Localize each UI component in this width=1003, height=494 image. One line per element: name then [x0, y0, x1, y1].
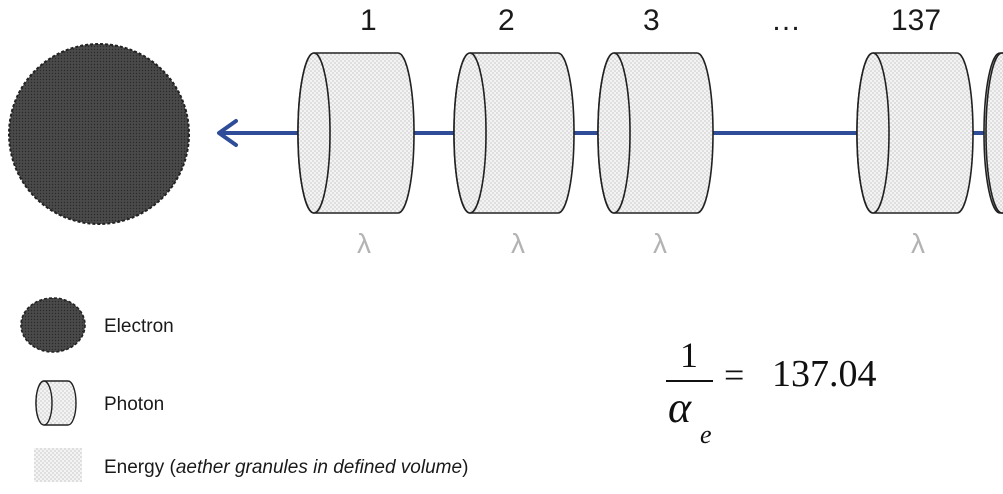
formula-value: 137.04 [772, 353, 877, 395]
ellipsis: … [771, 4, 801, 37]
wavelength-label-137: λ [911, 228, 925, 259]
legend-energy-label: Energy (aether granules in defined volum… [104, 457, 468, 479]
photon-137 [856, 52, 974, 214]
legend-photon-icon [35, 380, 77, 426]
formula-equals: = [724, 355, 745, 395]
photon-number-3: 3 [643, 4, 660, 37]
legend-electron-label: Electron [104, 316, 174, 337]
photon-number-1: 1 [360, 4, 377, 37]
formula-numerator: 1 [680, 335, 698, 375]
photon-number-2: 2 [498, 4, 515, 37]
photon-2 [453, 52, 575, 214]
wavelength-label-3: λ [653, 228, 667, 259]
legend-energy-suffix: ) [462, 457, 469, 478]
photon-3 [597, 52, 714, 214]
formula-subscript: e [700, 420, 712, 449]
legend-photon-label: Photon [104, 394, 165, 415]
electron [8, 43, 190, 225]
wavelength-label-2: λ [511, 228, 525, 259]
wavelength-label-1: λ [357, 228, 371, 259]
arrow-head-icon [217, 119, 238, 147]
legend-electron-icon [20, 297, 86, 353]
photon-138-partial [983, 52, 1003, 214]
legend-energy-italic: aether granules in defined volume [175, 457, 463, 478]
formula-alpha: α [668, 383, 692, 432]
photon-1 [297, 52, 415, 214]
legend-energy-prefix: Energy ( [104, 457, 176, 478]
photon-number-137: 137 [891, 4, 942, 37]
legend-energy-swatch [34, 448, 82, 482]
